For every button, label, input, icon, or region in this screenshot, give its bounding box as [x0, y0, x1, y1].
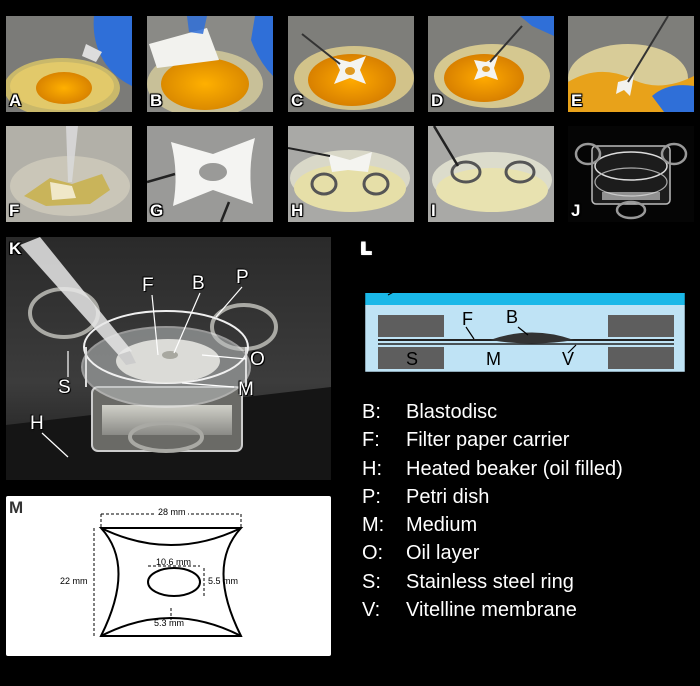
panel-label-c: C	[291, 91, 304, 110]
photo-panel-g: G	[147, 126, 273, 222]
l-label-m: M	[486, 349, 501, 369]
ring-section-bottom-right	[608, 347, 674, 369]
dim-hole-height: 5.5 mm	[208, 576, 239, 586]
legend-text: Stainless steel ring	[406, 570, 574, 593]
k-label-m: M	[238, 379, 254, 400]
ring-section-top-right	[608, 315, 674, 337]
panel-label-m: M	[9, 498, 24, 517]
photo-panel-b: B	[147, 16, 273, 112]
panel-label-h: H	[291, 201, 304, 220]
l-label-b: B	[506, 307, 519, 327]
legend-text: Heated beaker (oil filled)	[406, 457, 623, 480]
schematic-panel-m: M 28 mm 22 mm 10.6 mm 5.5 mm 5.3 mm	[6, 496, 331, 656]
k-label-p: P	[236, 267, 249, 288]
legend-row: M: Medium	[362, 511, 692, 539]
legend-row: S: Stainless steel ring	[362, 568, 692, 596]
panel-label-b: B	[150, 91, 163, 110]
panel-label-e: E	[571, 91, 583, 110]
panel-label-j: J	[571, 201, 581, 220]
petri-dish-wall	[362, 279, 688, 375]
dim-neck: 5.3 mm	[154, 618, 185, 628]
legend-row: B: Blastodisc	[362, 398, 692, 426]
legend-key: H:	[362, 457, 382, 480]
ring-section-bottom-left	[378, 347, 444, 369]
panel-label-f: F	[9, 201, 20, 220]
photo-panel-i: I	[428, 126, 554, 222]
photo-panel-a: A	[6, 16, 132, 112]
photo-panel-e: E	[568, 16, 694, 112]
panel-label-i: I	[431, 201, 436, 220]
legend-key: S:	[362, 570, 381, 593]
legend-text: Medium	[406, 514, 478, 537]
panel-label-k: K	[9, 239, 22, 258]
k-label-b: B	[192, 273, 205, 294]
k-leader-lines	[41, 286, 247, 458]
ring-section-top-left	[378, 315, 444, 337]
cross-section-diagram-l: L O P F B S M V	[358, 237, 694, 377]
legend-text: Blastodisc	[406, 401, 498, 423]
panel-label-g: G	[150, 201, 164, 220]
legend-key: F:	[362, 429, 380, 452]
panel-label-l: L	[361, 239, 372, 258]
l-label-p: P	[654, 271, 667, 291]
k-label-o: O	[250, 349, 265, 370]
legend-text: Petri dish	[406, 485, 490, 508]
legend-row: O: Oil layer	[362, 539, 692, 567]
dim-hole-width: 10.6 mm	[156, 557, 192, 567]
k-label-s: S	[58, 377, 71, 398]
legend-key: V:	[362, 599, 381, 622]
legend-text: Vitelline membrane	[406, 599, 577, 622]
photo-panel-j: J	[568, 126, 694, 222]
panel-label-d: D	[431, 91, 444, 110]
legend-key: O:	[362, 542, 384, 565]
legend-key: P:	[362, 485, 381, 508]
l-label-f: F	[462, 309, 473, 329]
k-label-f: F	[142, 275, 154, 296]
dim-height: 22 mm	[60, 576, 88, 586]
photo-panel-c: C	[288, 16, 414, 112]
l-label-o: O	[392, 271, 407, 291]
photo-panel-k: K F B P O S M H	[6, 237, 331, 480]
legend-text: Filter paper carrier	[406, 429, 570, 452]
blastodisc-shape	[490, 332, 574, 344]
oil-layer	[364, 293, 686, 305]
legend-key: M:	[362, 514, 385, 537]
photo-panel-d: D	[428, 16, 554, 112]
legend-text: Oil layer	[406, 542, 480, 565]
legend-row: P: Petri dish	[362, 483, 692, 511]
l-label-s: S	[406, 349, 419, 369]
carrier-hole	[147, 567, 201, 597]
legend-key: B:	[362, 401, 381, 423]
legend-row: F: Filter paper carrier	[362, 426, 692, 454]
dim-width: 28 mm	[156, 507, 188, 517]
k-label-h: H	[30, 413, 44, 434]
photo-panel-h: H	[288, 126, 414, 222]
photo-panel-f: F	[6, 126, 132, 222]
panel-label-a: A	[9, 91, 22, 110]
legend-row: H: Heated beaker (oil filled)	[362, 455, 692, 483]
l-label-v: V	[562, 349, 575, 369]
legend-row: V: Vitelline membrane	[362, 596, 692, 624]
